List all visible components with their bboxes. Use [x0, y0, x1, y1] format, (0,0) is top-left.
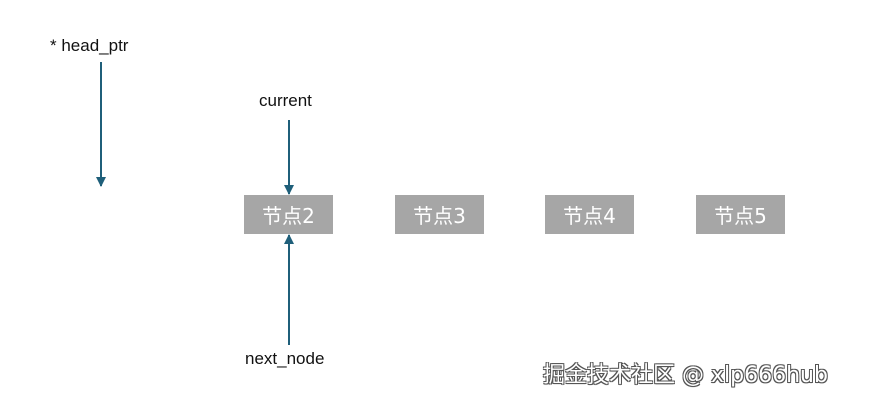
- current-label: current: [259, 91, 312, 110]
- node-box: 节点4: [545, 195, 634, 234]
- node-box: 节点2: [244, 195, 333, 234]
- next-node-label: next_node: [245, 349, 325, 368]
- watermark: 掘金技术社区 @ xlp666hub: [543, 363, 828, 388]
- node-box: 节点5: [696, 195, 785, 234]
- head-ptr-label: * head_ptr: [50, 36, 129, 55]
- node-box: 节点3: [395, 195, 484, 234]
